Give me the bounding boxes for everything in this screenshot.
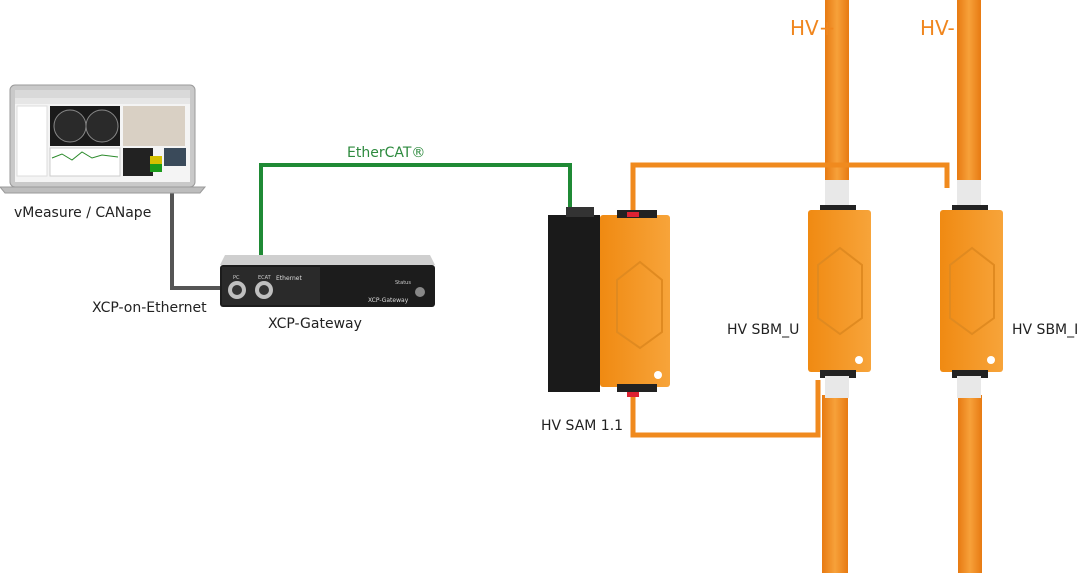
gateway-sub-text: XCP-Gateway <box>368 297 409 304</box>
ethernet-cable <box>170 190 232 290</box>
hv-sam-label: HV SAM 1.1 <box>541 418 624 434</box>
hv-sbm-i-label: HV SBM_I <box>1012 322 1079 338</box>
xcp-gateway-label: XCP-Gateway <box>268 316 362 332</box>
hv-sbm-i-module <box>940 180 1003 398</box>
ethercat-cable <box>259 163 572 285</box>
port-pc-label: PC <box>233 275 240 281</box>
hv-plus-cable <box>822 0 849 573</box>
hv-sbm-u-label: HV SBM_U <box>727 322 800 338</box>
gateway-brand-text: Ethernet <box>276 275 302 282</box>
gateway-status-text: Status <box>395 280 411 286</box>
sense-wires <box>630 162 950 438</box>
hv-sbm-u-module <box>808 180 871 398</box>
hv-sam-module <box>548 207 670 397</box>
xcp-on-ethernet-label: XCP-on-Ethernet <box>92 300 207 316</box>
hv-minus-label: HV- <box>920 16 955 40</box>
ethercat-label: EtherCAT® <box>347 145 426 161</box>
vmeasure-label: vMeasure / CANape <box>14 205 152 221</box>
hv-plus-label: HV+ <box>790 16 836 40</box>
laptop-icon <box>0 84 207 194</box>
xcp-gateway-device: PC ECAT Ethernet Status XCP-Gateway <box>220 255 435 307</box>
port-ecat-label: ECAT <box>258 275 272 281</box>
hv-minus-cable <box>957 0 982 573</box>
